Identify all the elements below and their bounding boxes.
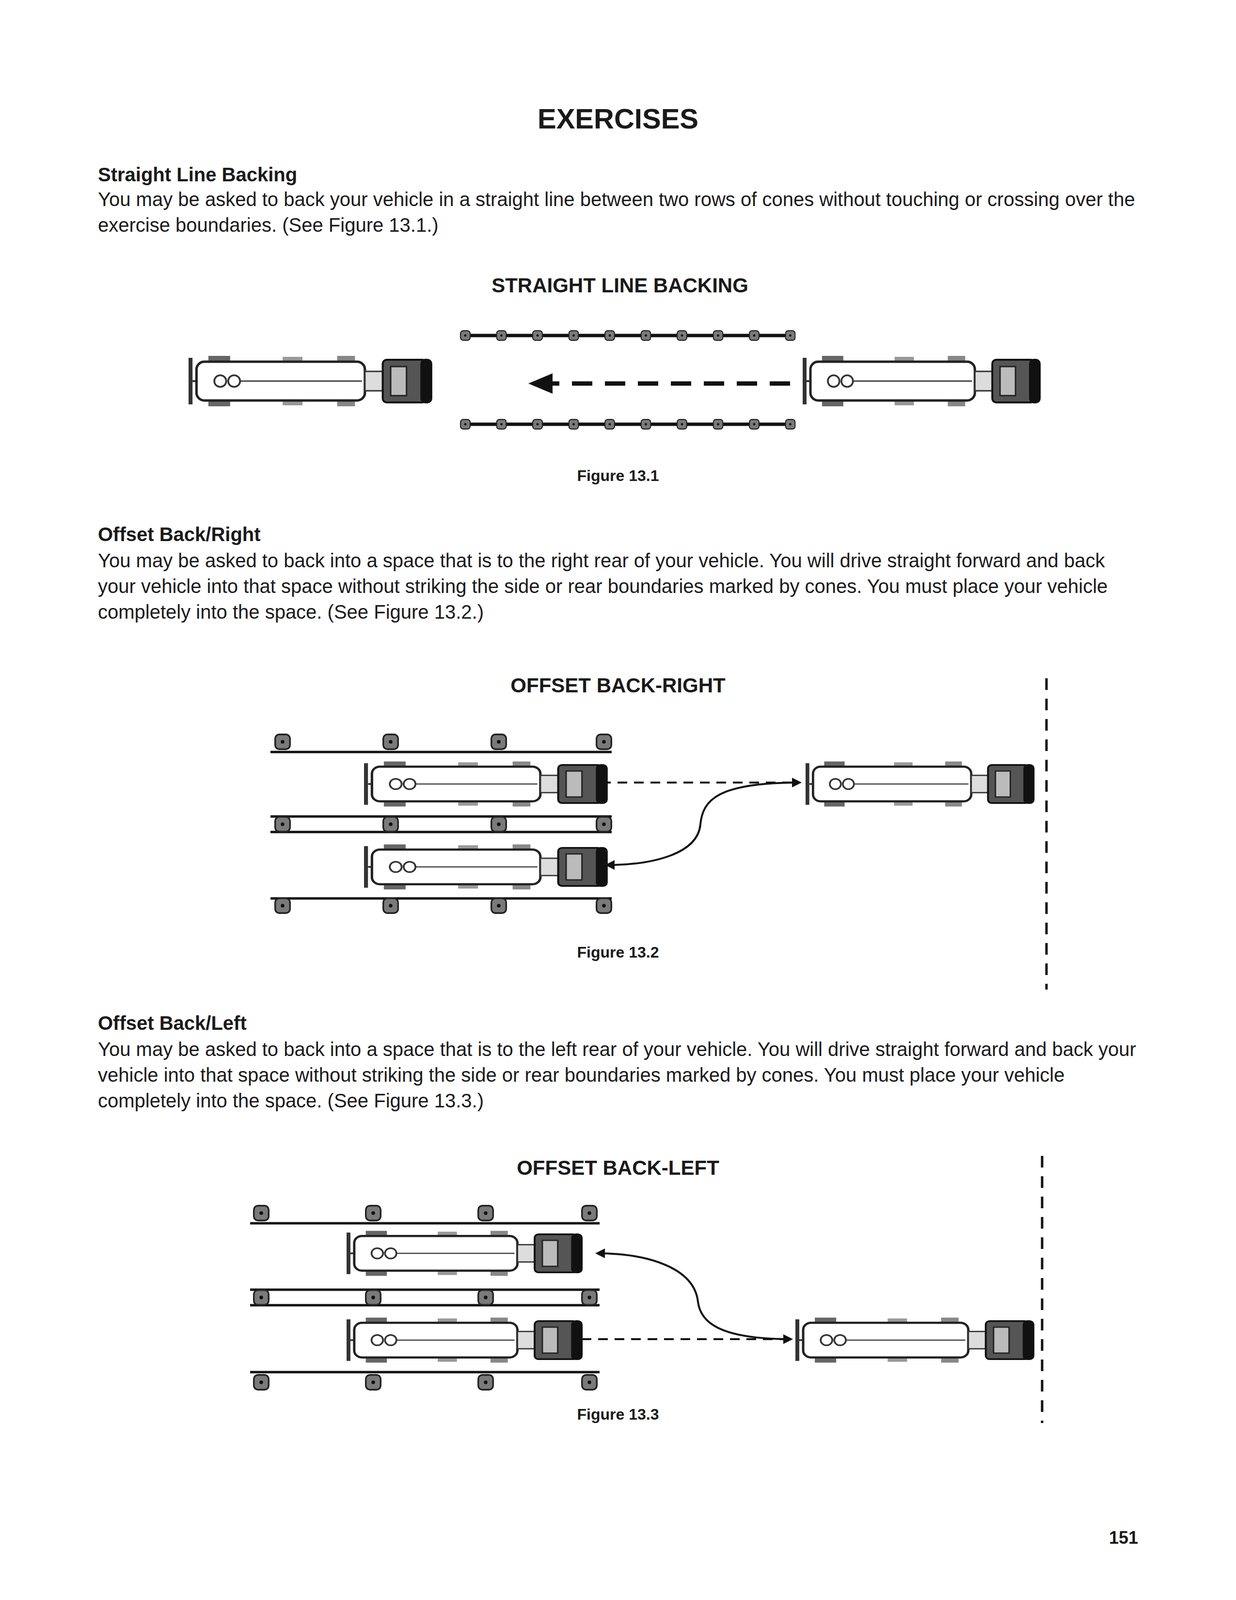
traffic-cone [275, 898, 291, 914]
traffic-cone [582, 1374, 598, 1390]
traffic-cone [365, 1374, 381, 1390]
figure-title: STRAIGHT LINE BACKING [329, 273, 911, 298]
traffic-cone [275, 816, 291, 832]
traffic-cone [383, 898, 399, 914]
figure-caption: Figure 13.1 [327, 466, 909, 485]
traffic-cone [785, 419, 796, 429]
traffic-cone [491, 734, 507, 750]
body-paragraph: You may be asked to back into a space th… [97, 547, 1141, 625]
traffic-cone [275, 734, 291, 750]
traffic-cone [478, 1374, 494, 1390]
traffic-cone [713, 419, 724, 429]
traffic-cone [532, 330, 543, 341]
body-paragraph: You may be asked to back your vehicle in… [97, 186, 1141, 238]
straight-line-figure [188, 330, 1041, 429]
traffic-cone [253, 1289, 270, 1305]
traffic-cone [604, 330, 615, 341]
traffic-cone [383, 734, 399, 750]
traffic-cone [749, 419, 760, 429]
traffic-cone [713, 330, 724, 341]
offset-right-figure [270, 678, 1047, 990]
traffic-cone [253, 1205, 270, 1221]
traffic-cone [641, 330, 651, 341]
traffic-cone [641, 419, 651, 429]
traffic-cone [569, 330, 579, 341]
traffic-cone [582, 1289, 598, 1305]
traffic-cone [460, 330, 471, 341]
section-heading: Offset Back/Left [97, 1011, 1141, 1035]
traffic-cone [596, 734, 612, 750]
traffic-cone [478, 1205, 494, 1221]
traffic-cone [749, 330, 760, 341]
traffic-cone [496, 330, 507, 341]
traffic-cone [677, 330, 687, 341]
traffic-cone [365, 1289, 381, 1305]
offset-left-figure [250, 1155, 1043, 1423]
traffic-cone [596, 816, 612, 832]
figure-title: OFFSET BACK-LEFT [327, 1155, 909, 1180]
traffic-cone [677, 419, 687, 429]
traffic-cone [569, 419, 579, 429]
traffic-cone [604, 419, 615, 429]
body-paragraph: You may be asked to back into a space th… [97, 1036, 1141, 1114]
traffic-cone [785, 330, 796, 341]
section-heading: Offset Back/Right [97, 522, 1141, 546]
traffic-cone [596, 898, 612, 914]
section-heading: Straight Line Backing [97, 162, 1141, 187]
traffic-cone [478, 1289, 494, 1305]
page-number: 151 [944, 1526, 1139, 1548]
figure-caption: Figure 13.3 [327, 1404, 909, 1424]
figure-title: OFFSET BACK-RIGHT [327, 673, 909, 698]
figure-caption: Figure 13.2 [327, 942, 909, 962]
traffic-cone [460, 419, 471, 429]
traffic-cone [253, 1374, 270, 1390]
page-title: EXERCISES [327, 101, 909, 136]
traffic-cone [491, 898, 507, 914]
traffic-cone [365, 1205, 381, 1221]
traffic-cone [496, 419, 507, 429]
traffic-cone [383, 816, 399, 832]
traffic-cone [532, 419, 543, 429]
traffic-cone [491, 816, 507, 832]
traffic-cone [582, 1205, 598, 1221]
